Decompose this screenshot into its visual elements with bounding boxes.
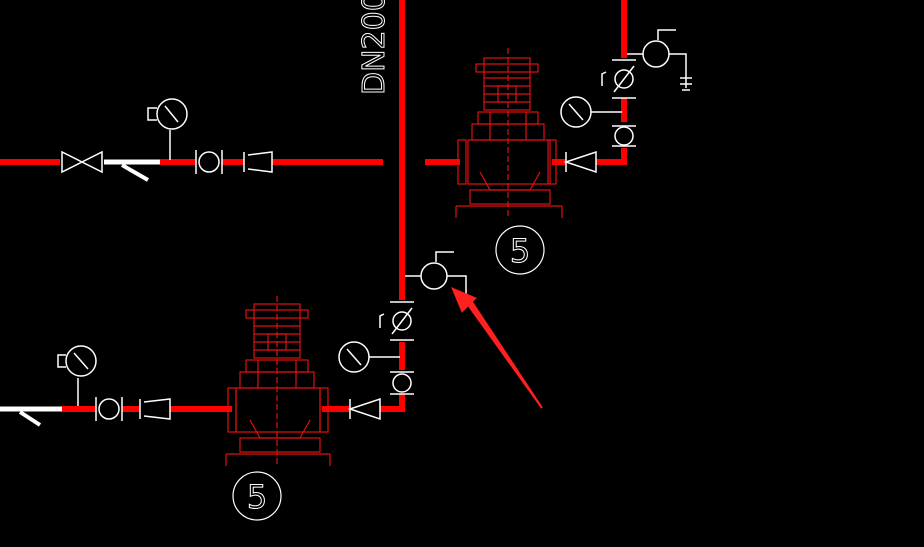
upper-pressure-gauge-icon	[560, 96, 622, 128]
lower-discharge-fittings	[338, 251, 467, 421]
upper-pump-tag-label: 5	[510, 232, 530, 270]
annotation-arrow-icon	[451, 287, 543, 409]
lower-left-branch-stub	[18, 410, 42, 427]
lower-pump-tag: 5	[232, 471, 282, 521]
upper-butterfly-valve-icon	[601, 59, 636, 99]
pipe-network	[0, 0, 627, 412]
white-pipe-segments	[0, 159, 160, 427]
lower-flexible-joint-2-icon	[390, 371, 414, 395]
pressure-gauge-icon	[147, 98, 188, 160]
lower-flexible-joint-icon	[95, 397, 123, 421]
lower-pump-tag-label: 5	[247, 478, 267, 516]
upper-flexible-joint-icon	[612, 125, 636, 147]
upper-left-branch-stub	[121, 163, 149, 182]
gate-valve-icon	[61, 150, 103, 174]
reducer-icon	[243, 151, 273, 173]
lower-pump-icon	[225, 296, 331, 466]
lower-reducer-icon	[139, 398, 171, 420]
upper-check-valve-icon	[563, 150, 597, 174]
lower-discharge-pressure-gauge-icon	[338, 341, 400, 373]
upper-left-fittings	[61, 98, 273, 174]
lower-check-valve-icon	[347, 397, 381, 421]
upper-discharge-fittings	[560, 29, 692, 174]
upper-pump-tag: 5	[495, 225, 545, 275]
pipe-size-label: DN200	[357, 0, 392, 95]
lower-pressure-gauge-icon	[57, 345, 97, 406]
upper-pump-icon	[455, 48, 563, 218]
flexible-joint-icon	[195, 150, 223, 174]
lower-butterfly-valve-icon	[379, 301, 414, 341]
upper-air-vessel-icon	[627, 29, 692, 91]
lower-left-fittings	[57, 345, 171, 421]
